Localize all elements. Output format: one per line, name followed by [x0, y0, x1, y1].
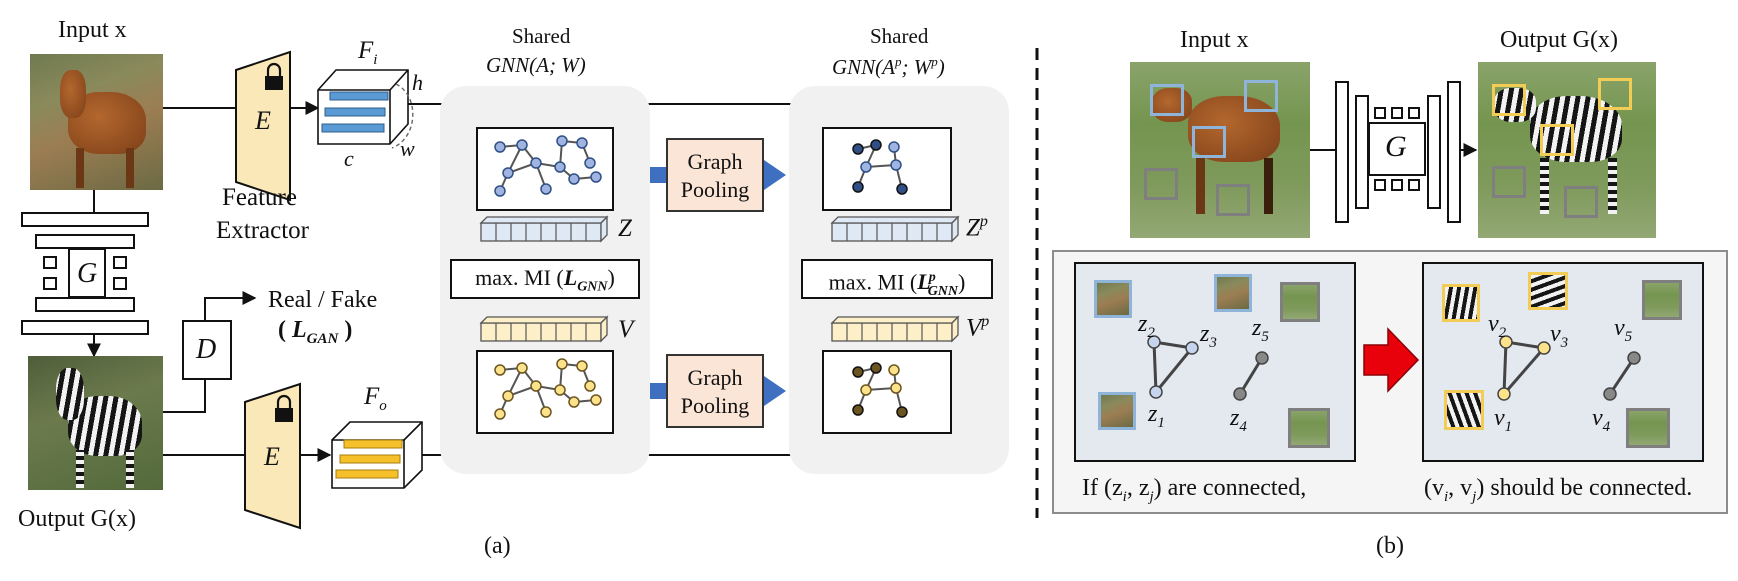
target-graph-panel [1422, 262, 1704, 462]
caption-left-condition: If (zi, zj) are connected, [1082, 475, 1307, 505]
lock-icon [265, 62, 283, 90]
feature-extractor-label-line1: Feature [222, 184, 297, 211]
shared-label-2: Shared [870, 24, 929, 48]
lock-icon [275, 394, 293, 422]
source-graph-panel [1074, 262, 1356, 462]
gnn-label-1: GNN(A; W) [486, 53, 586, 77]
node-label-z5: z5 [1252, 315, 1269, 345]
node-label-v5: v5 [1614, 315, 1633, 345]
vector-vp [830, 315, 960, 343]
c-label: c [344, 146, 354, 171]
vp-label: Vp [966, 313, 990, 342]
patch-thumbnail [1288, 408, 1330, 448]
patch-thumbnail [1094, 280, 1132, 318]
patch-thumbnail [1280, 282, 1320, 322]
input-image-horse-b [1130, 62, 1310, 238]
patch-thumbnail [1098, 392, 1136, 430]
discriminator-box [182, 320, 232, 380]
encoder-label-bottom: E [264, 442, 280, 471]
patch-thumbnail [1642, 280, 1682, 320]
graph-box-z [476, 127, 614, 211]
pool-arrow-left-stub [650, 162, 666, 183]
input-label: Input x [58, 17, 127, 43]
graph-box-vp [822, 350, 952, 434]
red-arrow-icon [1363, 327, 1420, 393]
h-label: h [412, 70, 423, 95]
generator-core [68, 248, 106, 298]
output-label-b: Output G(x) [1500, 27, 1618, 53]
vector-v [479, 315, 609, 343]
pool-arrow-head [764, 160, 786, 190]
caption-a: (a) [484, 533, 511, 559]
fo-label: Fo [364, 383, 387, 414]
input-image-horse [30, 54, 163, 190]
graph-box-v [476, 350, 614, 434]
z-label: Z [618, 215, 632, 242]
zp-label: Zp [966, 213, 988, 242]
mi-box: max. MI (LGNN) [450, 259, 640, 299]
feature-map-fo [331, 421, 423, 489]
input-label-b: Input x [1180, 27, 1249, 53]
patch-thumbnail [1442, 284, 1480, 322]
discriminator-label: D [196, 334, 217, 365]
arrow-discriminator-to-realfake [204, 291, 257, 320]
vector-zp [830, 215, 960, 243]
node-label-z4: z4 [1230, 405, 1247, 435]
node-label-z2: z2 [1138, 311, 1155, 341]
node-label-v3: v3 [1550, 321, 1569, 351]
w-label: w [400, 136, 415, 161]
node-label-z1: z1 [1148, 401, 1165, 431]
gnn-label-2: GNN(Ap; Wp) [832, 54, 945, 79]
gan-loss-label: ( LGAN ) [278, 317, 353, 347]
encoder-label-top: E [255, 106, 271, 135]
generator-block-b [1335, 81, 1461, 223]
generator-core-b [1368, 122, 1426, 176]
output-image-zebra [28, 356, 163, 490]
node-label-z3: z3 [1200, 321, 1217, 351]
caption-b: (b) [1376, 533, 1404, 559]
mi-box-pooled: max. MI (LpGNN) [801, 259, 993, 299]
shared-label-1: Shared [512, 24, 571, 48]
vector-z [479, 215, 609, 243]
patch-thumbnail [1528, 272, 1568, 310]
caption-right-condition: (vi, vj) should be connected. [1424, 475, 1693, 505]
node-label-v2: v2 [1488, 311, 1507, 341]
fi-label: Fi [358, 37, 378, 68]
patch-thumbnail [1214, 274, 1252, 312]
node-label-v1: v1 [1494, 405, 1513, 435]
feature-extractor-label-line2: Extractor [216, 217, 310, 244]
patch-thumbnail [1626, 408, 1670, 448]
node-label-v4: v4 [1592, 405, 1611, 435]
v-label: V [618, 316, 634, 343]
patch-thumbnail [1444, 390, 1484, 430]
generator-label: G [77, 258, 98, 289]
pool-arrow-left-stub [650, 383, 666, 399]
pool-arrow-head [764, 376, 786, 406]
graph-box-zp [822, 127, 952, 211]
output-image-zebra-b [1478, 62, 1656, 238]
real-fake-label: Real / Fake [268, 287, 378, 313]
generator-label-b: G [1385, 130, 1407, 163]
generator-block [21, 212, 149, 335]
line-output-to-discriminator [163, 380, 206, 413]
output-label: Output G(x) [18, 506, 136, 532]
feature-map-fi [317, 69, 414, 149]
